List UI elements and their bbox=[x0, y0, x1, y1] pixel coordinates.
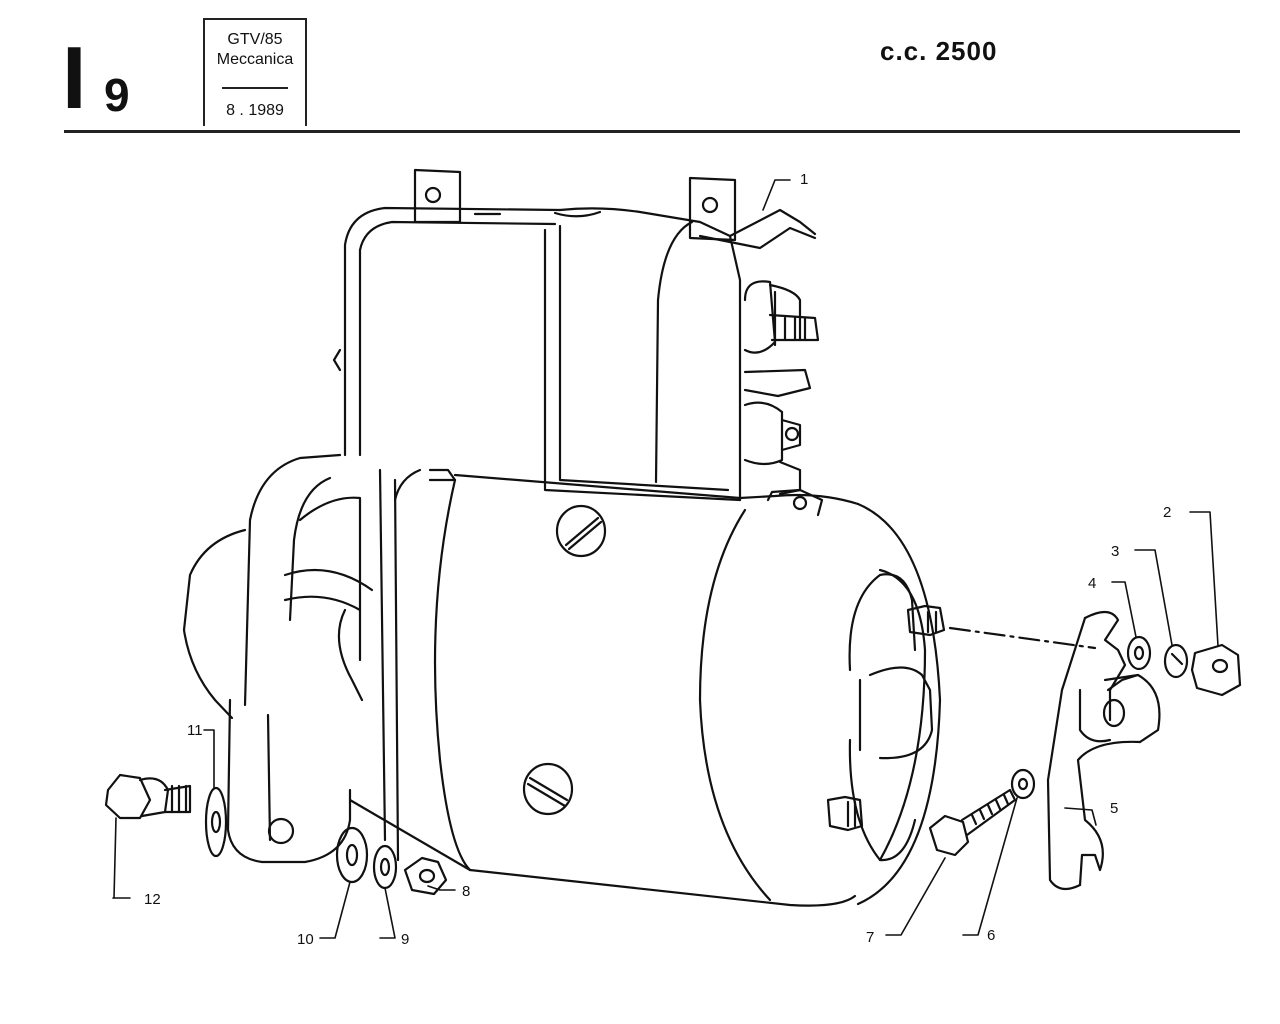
date-label: 8 . 1989 bbox=[226, 102, 284, 119]
section-number: 9 bbox=[104, 69, 130, 121]
callout-9: 9 bbox=[401, 931, 409, 948]
callout-7: 7 bbox=[866, 929, 874, 946]
washer-11 bbox=[204, 786, 228, 858]
nut-8 bbox=[403, 856, 448, 896]
callout-12: 12 bbox=[144, 891, 161, 908]
model-label: GTV/85 bbox=[227, 31, 283, 48]
motor-body bbox=[182, 453, 1097, 907]
washer-4 bbox=[1126, 635, 1152, 671]
callout-11: 11 bbox=[187, 722, 203, 739]
bracket bbox=[1046, 610, 1161, 891]
info-box bbox=[203, 18, 307, 126]
box-divider bbox=[222, 87, 288, 89]
callout-3: 3 bbox=[1111, 543, 1119, 560]
bolt-12 bbox=[104, 773, 192, 820]
leader-lines bbox=[112, 179, 1219, 939]
washer-6 bbox=[1010, 768, 1036, 800]
displacement-label: c.c. 2500 bbox=[880, 36, 998, 66]
callout-6: 6 bbox=[987, 927, 995, 944]
nut-2 bbox=[1190, 643, 1242, 697]
callout-10: 10 bbox=[297, 931, 314, 948]
callout-5: 5 bbox=[1110, 800, 1118, 817]
lock-washer-3 bbox=[1163, 643, 1189, 679]
solenoid bbox=[332, 168, 820, 502]
callout-8: 8 bbox=[462, 883, 470, 900]
callout-1: 1 bbox=[800, 171, 808, 188]
section-letter: I bbox=[62, 28, 86, 127]
callout-4: 4 bbox=[1088, 575, 1096, 592]
bolt-7 bbox=[928, 788, 1017, 857]
washer-10 bbox=[335, 826, 369, 884]
group-label: Meccanica bbox=[216, 51, 294, 68]
header-rule bbox=[64, 130, 1240, 133]
callout-numbers: 1 2 3 4 5 6 7 8 9 10 11 12 bbox=[144, 171, 1171, 948]
lock-washer-9 bbox=[372, 844, 398, 890]
callout-2: 2 bbox=[1163, 504, 1171, 521]
